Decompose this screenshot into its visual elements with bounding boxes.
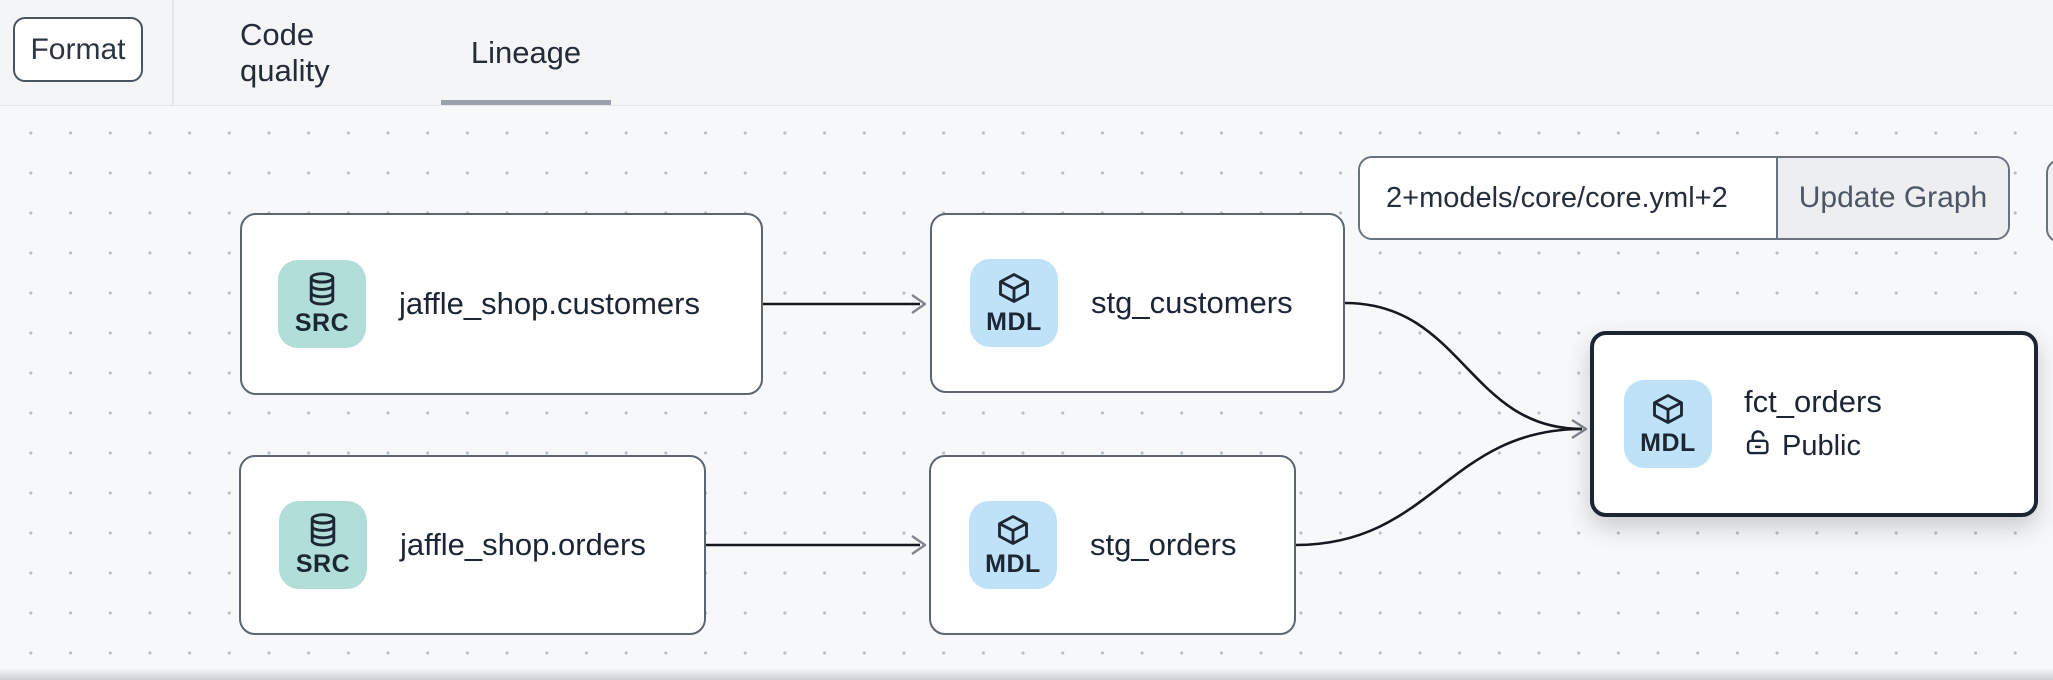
node-type-label: SRC (295, 549, 351, 578)
source-badge: SRC (279, 501, 367, 589)
node-label: jaffle_shop.orders (400, 527, 646, 562)
node-jaffle-shop-customers[interactable]: SRC jaffle_shop.customers (240, 213, 763, 395)
tab-lineage[interactable]: Lineage (441, 0, 611, 105)
node-stg-customers[interactable]: MDL stg_customers (930, 213, 1345, 393)
access-label: Public (1782, 429, 1861, 462)
node-type-label: MDL (986, 307, 1042, 336)
database-icon (305, 512, 341, 548)
model-badge: MDL (970, 259, 1058, 347)
cube-icon (1650, 391, 1686, 427)
cube-icon (995, 512, 1031, 548)
node-type-label: MDL (1640, 428, 1696, 457)
header-divider (172, 0, 174, 105)
node-type-label: SRC (294, 308, 350, 337)
node-label: fct_orders (1744, 384, 1882, 419)
source-badge: SRC (278, 260, 366, 348)
model-badge: MDL (1624, 380, 1712, 468)
graph-selector-input[interactable] (1360, 158, 1776, 238)
database-icon (304, 271, 340, 307)
update-graph-button[interactable]: Update Graph (1776, 158, 2008, 238)
node-type-label: MDL (985, 549, 1041, 578)
tab-code-quality[interactable]: Code quality (240, 16, 330, 88)
model-badge: MDL (969, 501, 1057, 589)
node-label: stg_customers (1091, 285, 1293, 320)
format-button[interactable]: Format (13, 17, 143, 82)
node-label: jaffle_shop.customers (399, 286, 700, 321)
node-jaffle-shop-orders[interactable]: SRC jaffle_shop.orders (239, 455, 706, 635)
graph-selector-toolbar: Update Graph (1358, 156, 2010, 240)
unlock-icon (1744, 428, 1772, 464)
clipped-right-button[interactable] (2046, 159, 2053, 243)
access-row: Public (1744, 428, 1882, 464)
panel-header: Format Code quality Lineage (0, 0, 2053, 106)
node-stg-orders[interactable]: MDL stg_orders (929, 455, 1296, 635)
node-label: stg_orders (1090, 527, 1237, 562)
cube-icon (996, 270, 1032, 306)
node-fct-orders[interactable]: MDL fct_orders Public (1590, 331, 2038, 517)
